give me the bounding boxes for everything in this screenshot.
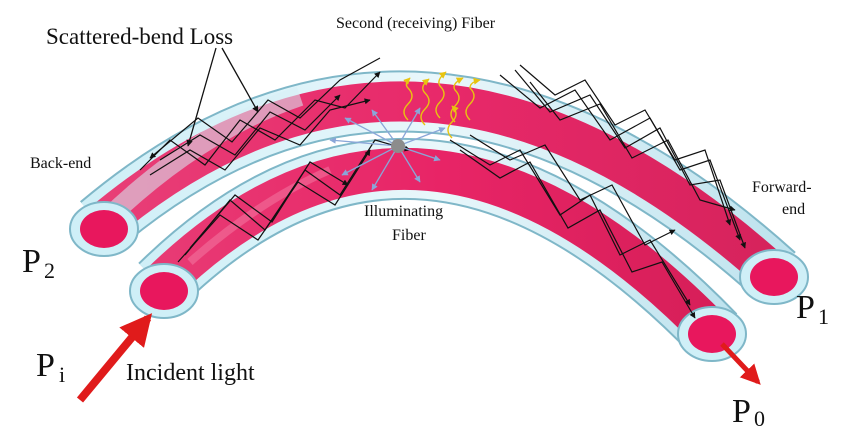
label-p0-sub: 0 (754, 406, 765, 431)
label-pi: P i (36, 347, 65, 387)
label-back-end: Back-end (30, 155, 91, 172)
label-forward-end-line2: end (782, 201, 805, 218)
label-second-fiber: Second (receiving) Fiber (336, 15, 496, 32)
label-p0: P 0 (732, 393, 765, 431)
incident-light-arrow (76, 313, 153, 403)
output-arrow (720, 342, 761, 385)
rays-second-fiber-right (499, 64, 746, 249)
label-scattered-bend-loss: Scattered-bend Loss (46, 24, 233, 49)
label-illuminating-line2: Fiber (392, 227, 426, 244)
rays-illuminating-fiber (177, 134, 696, 319)
label-p2: P 2 (22, 243, 55, 283)
rays-second-fiber-left (139, 57, 381, 176)
label-p1-main: P (796, 289, 815, 326)
label-forward-end-line1: Forward- (752, 179, 812, 196)
end-face-pi (129, 263, 199, 319)
label-p0-main: P (732, 393, 751, 430)
label-incident-light: Incident light (126, 360, 255, 386)
label-p1-sub: 1 (818, 304, 829, 329)
label-illuminating-line1: Illuminating (364, 203, 443, 220)
loss-pointer-arrows (186, 47, 259, 147)
scatter-center (329, 107, 446, 191)
label-p1: P 1 (796, 289, 829, 329)
label-p2-sub: 2 (44, 258, 55, 283)
emission-waves (403, 71, 481, 139)
end-face-p2 (69, 201, 139, 257)
end-face-p0 (677, 306, 747, 362)
label-pi-main: P (36, 347, 55, 384)
end-face-p1 (739, 249, 809, 305)
label-pi-sub: i (59, 362, 65, 387)
label-p2-main: P (22, 243, 41, 280)
